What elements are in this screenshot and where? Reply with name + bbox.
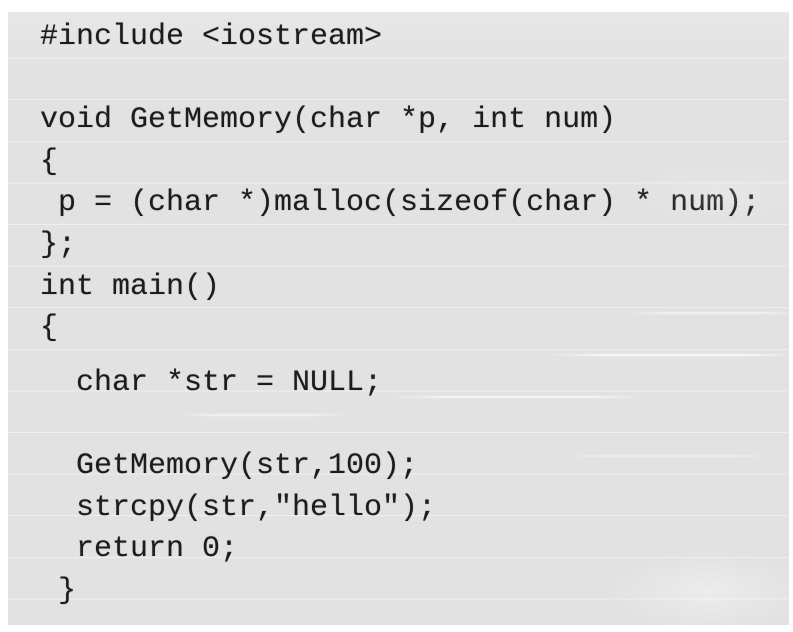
code-line-strcpy-call: strcpy(str,"hello");	[40, 490, 437, 525]
code-line-close-brace-semicolon: };	[40, 227, 77, 262]
code-line-getmemory-signature: void GetMemory(char *p, int num)	[40, 103, 617, 138]
code-line-blank	[40, 59, 789, 101]
code-block: #include <iostream> void GetMemory(char …	[8, 12, 793, 632]
code-line-getmemory-call: GetMemory(str,100);	[40, 448, 419, 483]
code-line-return: return 0;	[40, 532, 239, 567]
code-line-blank	[40, 404, 789, 446]
code-line-open-brace: {	[40, 144, 59, 179]
code-line-main-signature: int main()	[40, 269, 221, 304]
code-line-main-close-brace: }	[40, 573, 77, 608]
code-line-char-str-null: char *str = NULL;	[40, 365, 383, 400]
code-line-include: #include <iostream>	[40, 20, 383, 54]
code-line-small-gap	[40, 350, 789, 363]
code-line-main-open-brace: {	[40, 311, 59, 346]
code-line-malloc: p = (char *)malloc(sizeof(char) * num);	[40, 186, 761, 221]
